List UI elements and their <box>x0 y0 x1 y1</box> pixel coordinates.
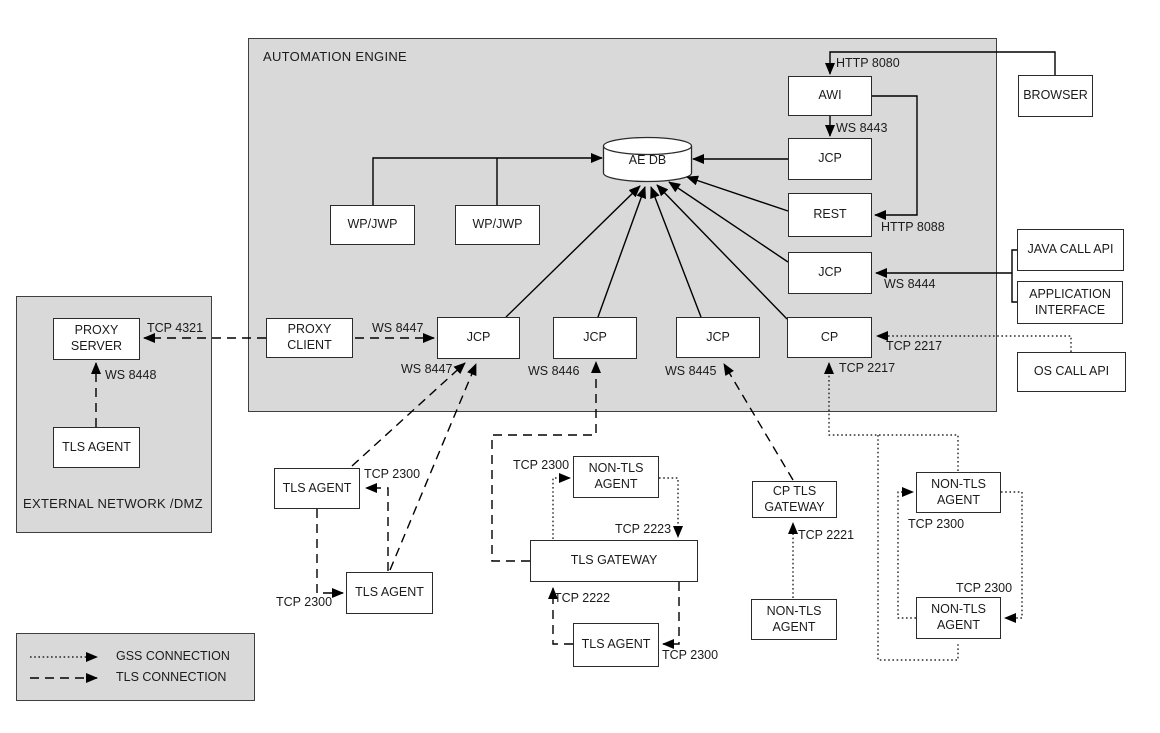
edge-label-http-8088: HTTP 8088 <box>881 220 945 234</box>
node-awi: AWI <box>788 76 872 116</box>
edge-label-ws-8446: WS 8446 <box>528 364 580 378</box>
node-jcp-center: JCP <box>553 317 637 359</box>
node-non-tls-agent-right-lower: NON-TLS AGENT <box>916 597 1001 639</box>
edge-label-ws-8443: WS 8443 <box>836 121 888 135</box>
node-tls-agent-dmz: TLS AGENT <box>53 427 140 468</box>
edge-label-tcp-2300-right-mid: TCP 2300 <box>908 517 965 531</box>
legend-gss-label: GSS CONNECTION <box>116 649 230 663</box>
edge-label-ws-8447-top: WS 8447 <box>372 321 424 335</box>
edge-label-tcp-2300-center-right: TCP 2300 <box>662 648 719 662</box>
node-cp: CP <box>787 317 872 358</box>
node-ae-db-label: AE DB <box>628 153 667 167</box>
node-jcp-left: JCP <box>437 317 520 359</box>
node-tls-agent-center: TLS AGENT <box>573 623 659 667</box>
node-java-call-api: JAVA CALL API <box>1017 229 1124 271</box>
node-non-tls-agent-center: NON-TLS AGENT <box>573 456 659 498</box>
node-non-tls-agent-right-upper: NON-TLS AGENT <box>916 472 1001 513</box>
node-tls-gateway: TLS GATEWAY <box>530 540 698 582</box>
edge-label-tcp-4321: TCP 4321 <box>147 321 204 335</box>
node-application-interface: APPLICATION INTERFACE <box>1017 281 1123 324</box>
node-jcp-top: JCP <box>788 138 872 180</box>
external-dmz-title: EXTERNAL NETWORK /DMZ <box>23 496 203 511</box>
node-jcp-mid: JCP <box>788 252 872 294</box>
node-proxy-client: PROXY CLIENT <box>266 318 353 358</box>
edge-label-tcp-2300-right-upper: TCP 2300 <box>956 581 1013 595</box>
edge-label-tcp-2217-bottom: TCP 2217 <box>839 361 896 375</box>
edge-label-ws-8447-bottom: WS 8447 <box>401 362 453 376</box>
legend-box <box>16 633 255 701</box>
edge-label-tcp-2221: TCP 2221 <box>798 528 855 542</box>
edge-label-ws-8444: WS 8444 <box>884 277 936 291</box>
node-proxy-server: PROXY SERVER <box>53 318 140 360</box>
node-tls-agent-left-lower: TLS AGENT <box>346 572 433 614</box>
edge-label-ws-8448: WS 8448 <box>105 368 157 382</box>
automation-engine-title: AUTOMATION ENGINE <box>263 49 408 64</box>
node-jcp-right: JCP <box>676 317 760 358</box>
edge-label-tcp-2217-right: TCP 2217 <box>886 339 943 353</box>
node-wp-jwp-1: WP/JWP <box>330 205 415 245</box>
edge-label-tcp-2222: TCP 2222 <box>554 591 611 605</box>
edge-label-tcp-2300-left-upper: TCP 2300 <box>364 467 421 481</box>
edge-label-tcp-2300-center: TCP 2300 <box>513 458 570 472</box>
node-wp-jwp-2: WP/JWP <box>455 205 540 245</box>
edge-label-tcp-2223: TCP 2223 <box>615 522 672 536</box>
node-rest: REST <box>788 193 872 237</box>
legend-tls-label: TLS CONNECTION <box>116 670 227 684</box>
node-os-call-api: OS CALL API <box>1017 352 1126 392</box>
edge-label-tcp-2300-left-lower: TCP 2300 <box>276 595 333 609</box>
edge-label-ws-8445: WS 8445 <box>665 364 717 378</box>
node-tls-agent-left-upper: TLS AGENT <box>274 468 360 509</box>
node-non-tls-agent-bottom: NON-TLS AGENT <box>751 599 837 640</box>
node-cp-tls-gateway: CP TLS GATEWAY <box>752 481 837 518</box>
node-browser: BROWSER <box>1018 75 1093 117</box>
edge-label-http-8080: HTTP 8080 <box>836 56 900 70</box>
